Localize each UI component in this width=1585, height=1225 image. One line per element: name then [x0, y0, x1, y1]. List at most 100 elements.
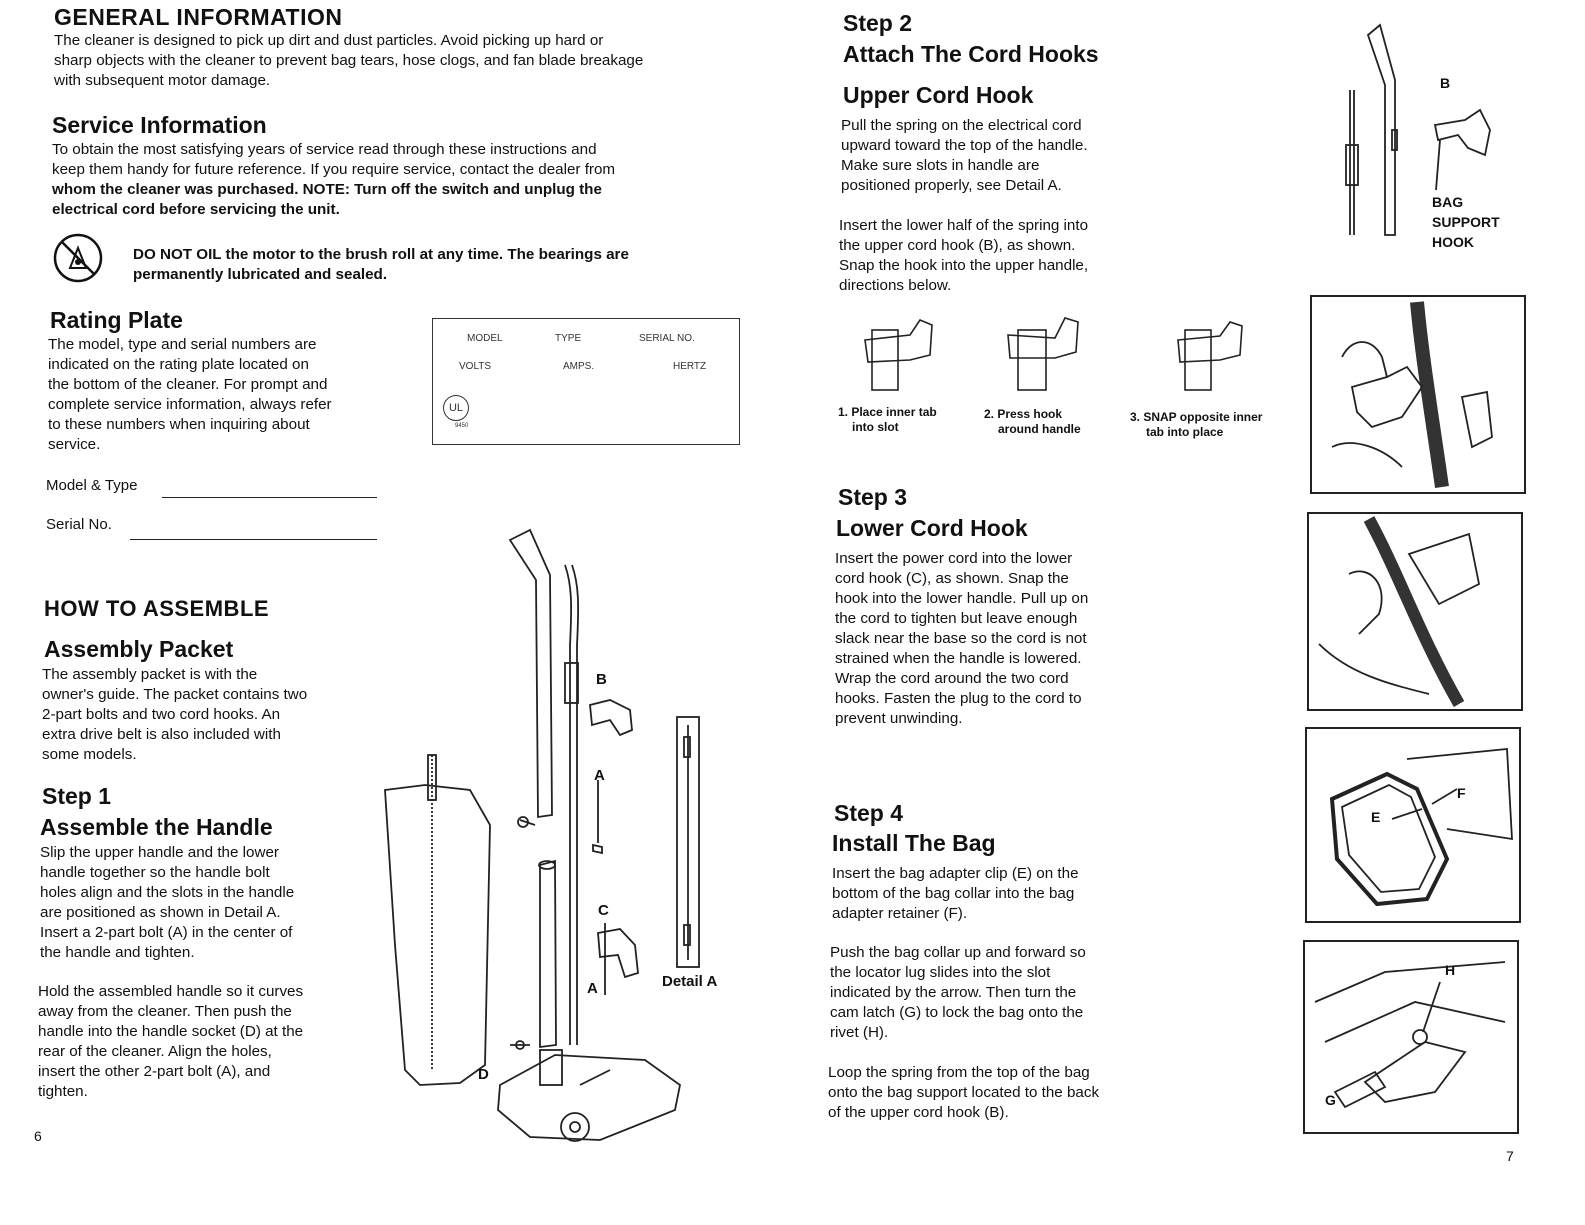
- caption-line: 2. Press hook: [984, 407, 1063, 421]
- hook-step3-caption: 3. SNAP opposite inner tab into place: [1130, 410, 1262, 440]
- plate-type-label: TYPE: [555, 333, 582, 344]
- text-line: 2-part bolts and two cord hooks. An: [42, 706, 281, 723]
- plate-model-label: MODEL: [467, 333, 503, 344]
- model-type-blank[interactable]: [162, 496, 377, 498]
- step1-title: Assemble the Handle: [40, 814, 273, 840]
- assembly-packet-title: Assembly Packet: [44, 636, 234, 662]
- step2-title: Attach The Cord Hooks: [843, 41, 1099, 67]
- text-line: hook into the lower handle. Pull up on: [835, 590, 1089, 607]
- text-line: keep them handy for future reference. If…: [52, 161, 616, 178]
- figure-bag-adapter: E F: [1305, 727, 1521, 923]
- model-type-label: Model & Type: [46, 477, 138, 494]
- text-line: hooks. Fasten the plug to the cord to: [835, 690, 1082, 707]
- hook-step2-caption: 2. Press hook around handle: [984, 407, 1081, 437]
- text-line: holes align and the slots in the handle: [40, 884, 295, 901]
- bag-shape: [384, 784, 491, 1086]
- text-line: are positioned as shown in Detail A.: [40, 904, 281, 921]
- text-line: with subsequent motor damage.: [54, 72, 271, 89]
- text-line: bottom of the bag collar into the bag: [832, 885, 1075, 902]
- text-line: Loop the spring from the top of the bag: [828, 1064, 1090, 1081]
- text-line: directions below.: [839, 277, 952, 294]
- caption-line: into slot: [852, 420, 899, 434]
- upper-handle-illustration: [1345, 23, 1491, 236]
- text-line: prevent unwinding.: [835, 710, 963, 727]
- text-line: DO NOT OIL the motor to the brush roll a…: [133, 246, 629, 263]
- text-line: To obtain the most satisfying years of s…: [52, 141, 597, 158]
- text-line: tighten.: [38, 1083, 88, 1100]
- step3-title: Lower Cord Hook: [836, 515, 1028, 541]
- figure-label-h: H: [1445, 962, 1456, 978]
- text-line: rear of the cleaner. Align the holes,: [38, 1043, 272, 1060]
- text-line: the bottom of the cleaner. For prompt an…: [48, 376, 328, 393]
- text-line: whom the cleaner was purchased. NOTE: Tu…: [52, 181, 602, 198]
- no-oil-warning-text: DO NOT OIL the motor to the brush roll a…: [133, 245, 743, 285]
- step2-label: Step 2: [843, 10, 913, 36]
- text-line: cord hook (C), as shown. Snap the: [835, 570, 1069, 587]
- step2-text-a: Pull the spring on the electrical cord u…: [841, 116, 1141, 196]
- figure-label-f: F: [1457, 785, 1466, 801]
- text-line: cam latch (G) to lock the bag onto the: [830, 1004, 1084, 1021]
- text-line: strained when the handle is lowered.: [835, 650, 1082, 667]
- text-line: some models.: [42, 746, 137, 763]
- text-line: insert the other 2-part bolt (A), and: [38, 1063, 271, 1080]
- diagram-label-b: B: [596, 671, 607, 688]
- figure-lower-hook-install: [1307, 512, 1523, 711]
- text-line: permanently lubricated and sealed.: [133, 266, 388, 283]
- detail-a-label: Detail A: [662, 973, 718, 990]
- text-line: slack near the base so the cord is not: [835, 630, 1087, 647]
- text-line: Pull the spring on the electrical cord: [841, 117, 1082, 134]
- step4-text-a: Insert the bag adapter clip (E) on the b…: [832, 864, 1147, 924]
- text-line: sharp objects with the cleaner to preven…: [54, 52, 644, 69]
- step4-label: Step 4: [834, 800, 904, 826]
- ul-mark-icon: UL: [443, 395, 469, 421]
- text-line: The assembly packet is with the: [42, 666, 258, 683]
- ul-code: 9450: [455, 423, 469, 429]
- label-line: HOOK: [1432, 234, 1474, 250]
- text-line: the upper cord hook (B), as shown.: [839, 237, 1076, 254]
- text-line: Slip the upper handle and the lower: [40, 844, 279, 861]
- serial-no-label: Serial No.: [46, 516, 112, 533]
- text-line: Insert the lower half of the spring into: [839, 217, 1089, 234]
- text-line: the handle and tighten.: [40, 944, 195, 961]
- bag-support-letter-b: B: [1440, 75, 1451, 91]
- step4-text-c: Loop the spring from the top of the bag …: [828, 1063, 1148, 1123]
- text-line: owner's guide. The packet contains two: [42, 686, 308, 703]
- text-line: Insert the power cord into the lower: [835, 550, 1073, 567]
- text-line: Hold the assembled handle so it curves: [38, 983, 304, 1000]
- diagram-label-a-bottom: A: [587, 980, 598, 997]
- label-line: SUPPORT: [1432, 214, 1500, 230]
- serial-no-blank[interactable]: [130, 538, 377, 540]
- text-line: The cleaner is designed to pick up dirt …: [54, 32, 604, 49]
- text-line: Make sure slots in handle are: [841, 157, 1040, 174]
- text-line: Snap the hook into the upper handle,: [839, 257, 1089, 274]
- text-line: the cord to tighten but leave enough: [835, 610, 1078, 627]
- text-line: handle together so the handle bolt: [40, 864, 270, 881]
- text-line: upward toward the top of the handle.: [841, 137, 1088, 154]
- rating-plate-text: The model, type and serial numbers are i…: [48, 335, 381, 455]
- figure-label-e: E: [1371, 809, 1381, 825]
- bag-support-hook-label: BAG SUPPORT HOOK: [1432, 192, 1500, 252]
- figure-upper-hook-install: [1310, 295, 1526, 494]
- upper-cord-hook-title: Upper Cord Hook: [843, 82, 1034, 108]
- general-information-text: The cleaner is designed to pick up dirt …: [54, 31, 744, 91]
- general-information-title: GENERAL INFORMATION: [54, 4, 343, 30]
- text-line: to these numbers when inquiring about: [48, 416, 310, 433]
- text-line: The model, type and serial numbers are: [48, 336, 317, 353]
- how-to-assemble-title: HOW TO ASSEMBLE: [44, 596, 270, 621]
- text-line: Wrap the cord around the two cord: [835, 670, 1069, 687]
- rating-plate-figure: MODEL TYPE SERIAL NO. VOLTS AMPS. HERTZ …: [432, 318, 740, 445]
- hook-steps-illustration: [864, 317, 1243, 391]
- caption-line: 3. SNAP opposite inner: [1130, 410, 1263, 424]
- page-number-right: 7: [1506, 1148, 1514, 1164]
- text-line: Insert a 2-part bolt (A) in the center o…: [40, 924, 293, 941]
- figure-label-g: G: [1325, 1092, 1336, 1108]
- step4-text-b: Push the bag collar up and forward so th…: [830, 943, 1147, 1043]
- text-line: indicated on the rating plate located on: [48, 356, 309, 373]
- text-line: complete service information, always ref…: [48, 396, 332, 413]
- text-line: onto the bag support located to the back: [828, 1084, 1100, 1101]
- vacuum-assembly-illustration: [384, 528, 700, 1142]
- plate-amps-label: AMPS.: [563, 361, 595, 372]
- text-line: indicated by the arrow. Then turn the: [830, 984, 1077, 1001]
- step3-text: Insert the power cord into the lower cor…: [835, 549, 1143, 729]
- diagram-label-d: D: [478, 1066, 489, 1083]
